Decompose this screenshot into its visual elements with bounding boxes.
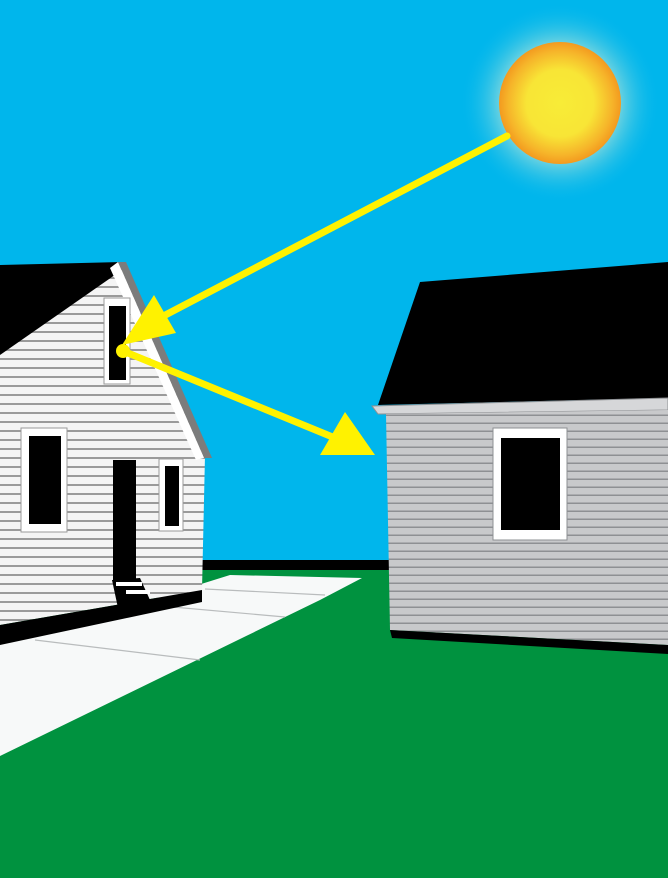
gray-house-roof [378,262,668,405]
white-house-door [113,460,136,580]
white-house-left-window [29,436,61,524]
gray-house [372,262,668,654]
gray-house-window [501,438,560,530]
white-house-step-1 [116,582,142,586]
sun-icon [499,42,621,164]
white-house-step-2 [126,590,150,594]
white-house-right-window [165,466,179,526]
